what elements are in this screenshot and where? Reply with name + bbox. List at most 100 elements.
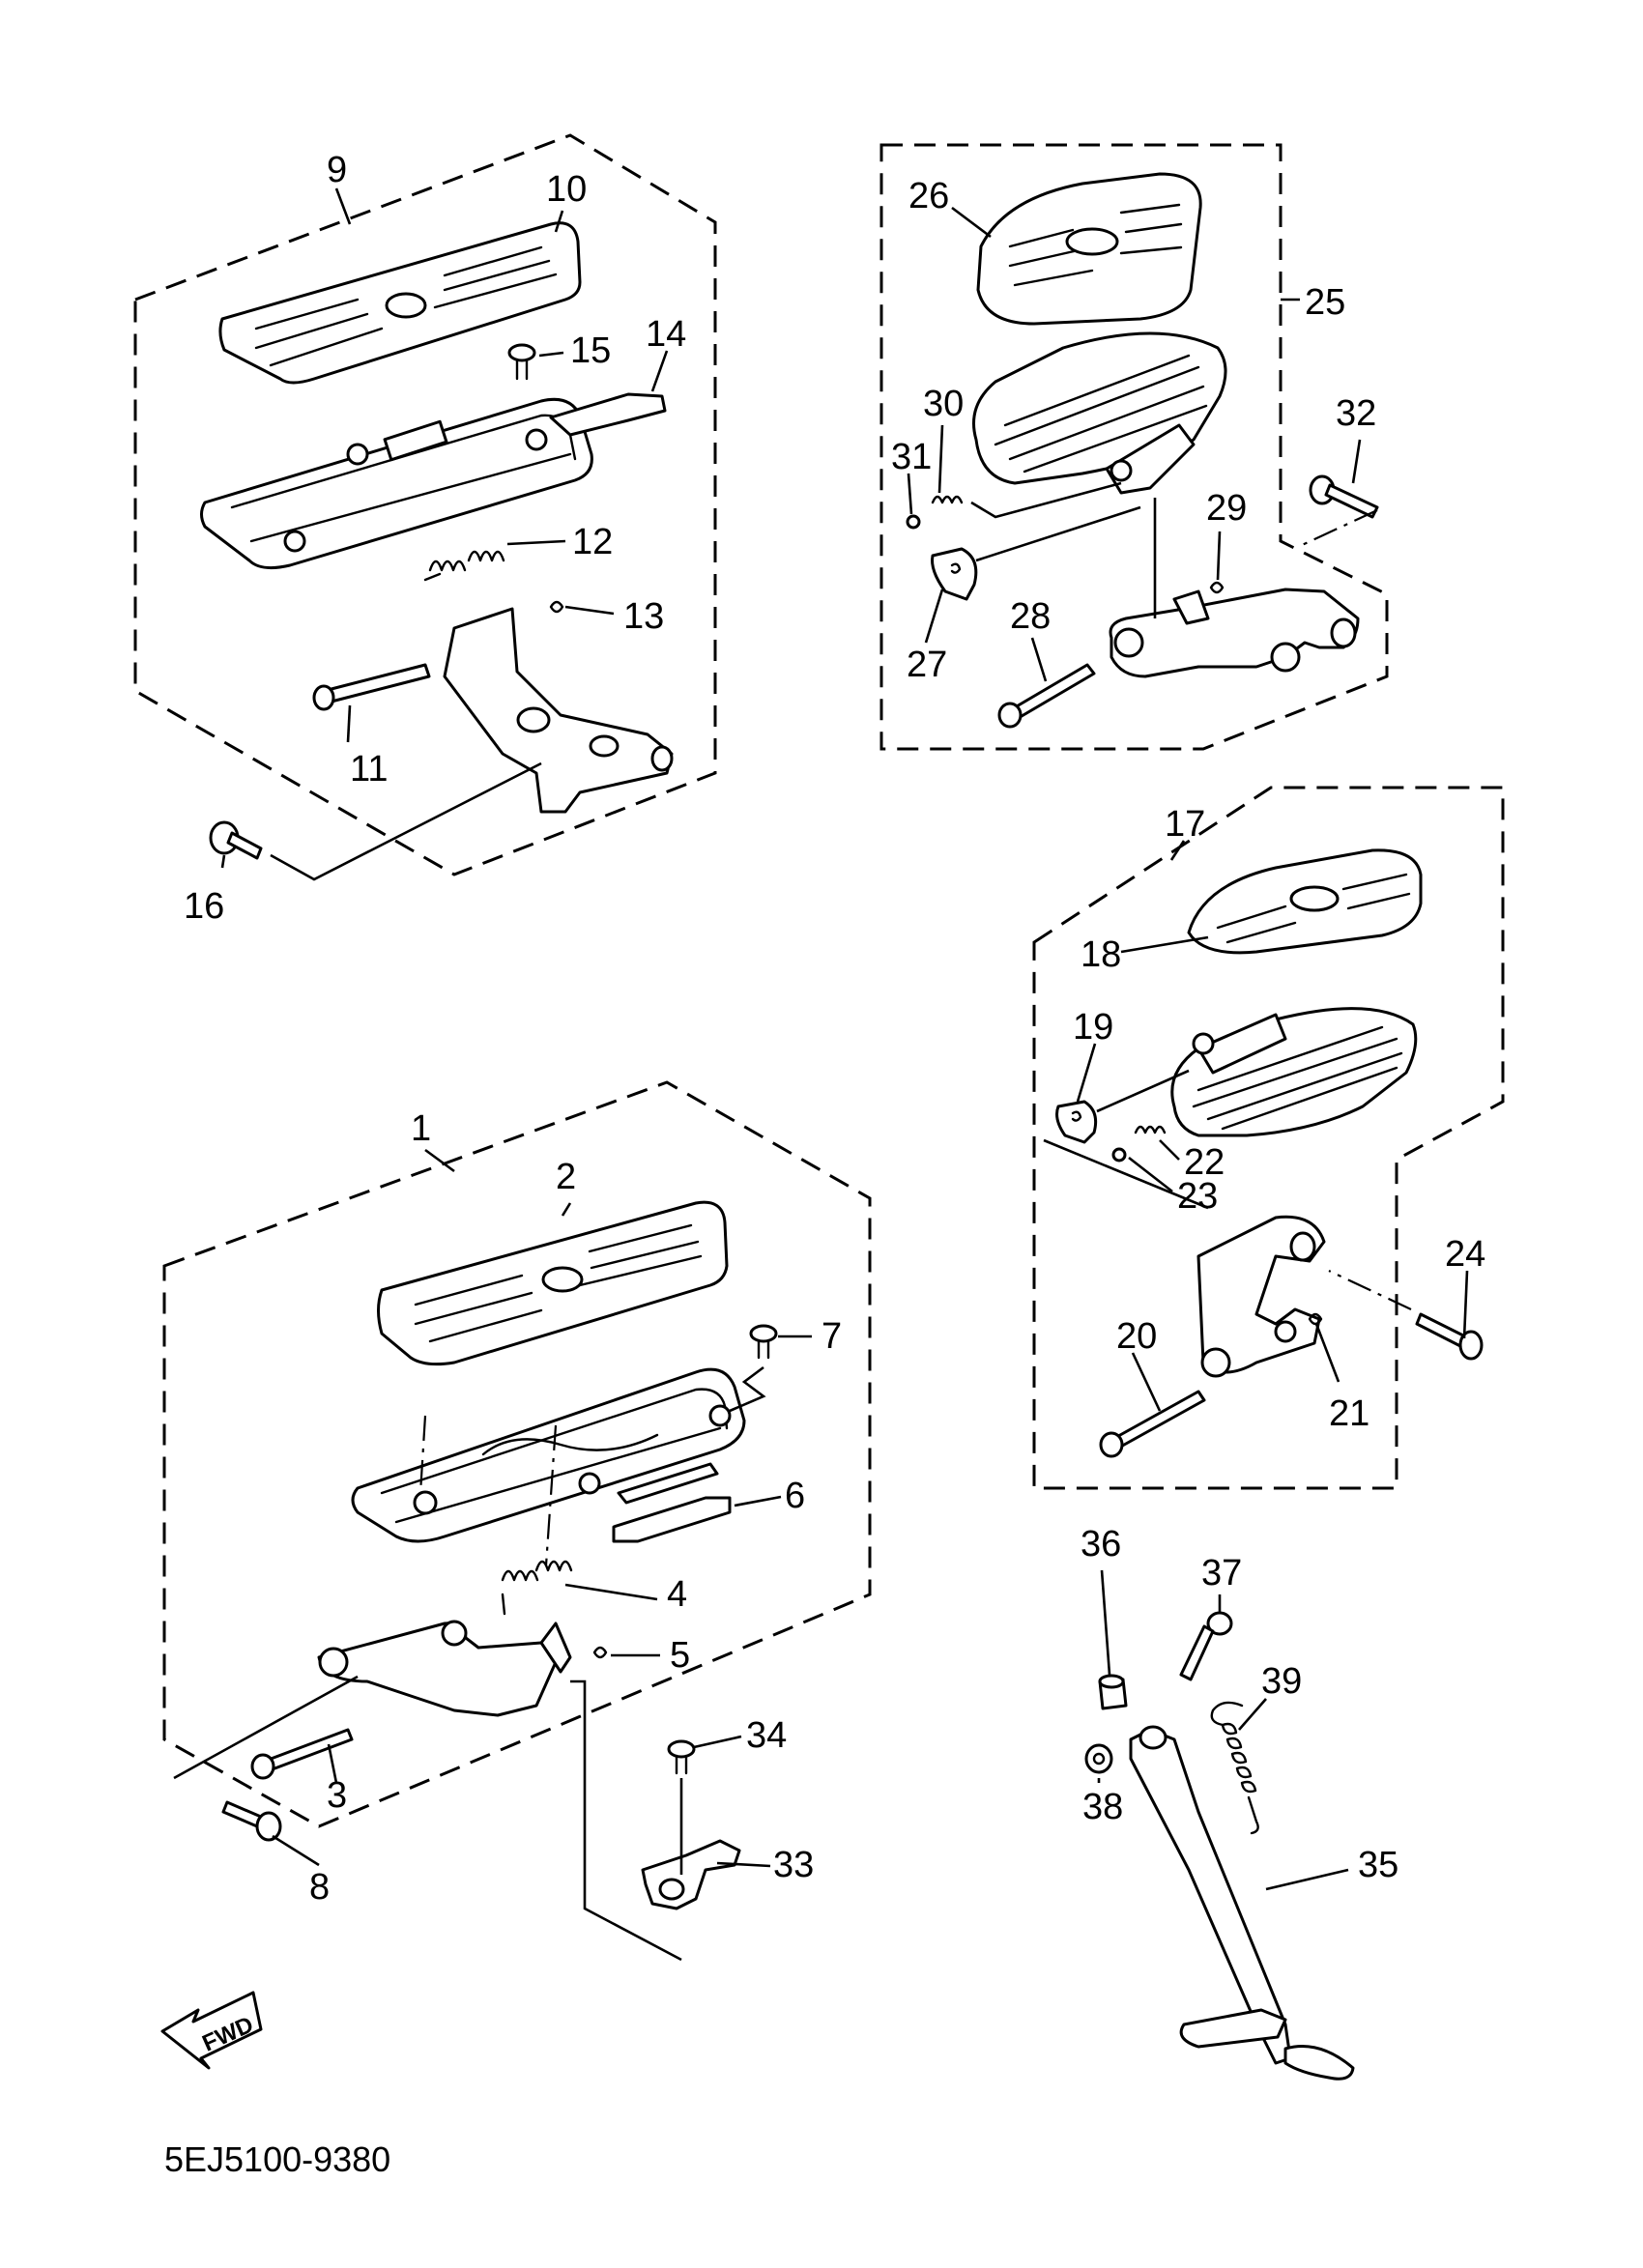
chain-1b	[544, 1424, 558, 1566]
assembly-1	[162, 1080, 872, 1842]
part-2-cover	[377, 1200, 729, 1366]
chain-32	[1299, 509, 1378, 547]
part-3-pin	[250, 1728, 354, 1780]
callout-33: 33	[773, 1845, 814, 1885]
callout-24: 24	[1445, 1234, 1485, 1275]
part-11-pin	[312, 663, 431, 711]
part-bracket-1	[317, 1620, 572, 1717]
callout-7: 7	[822, 1316, 842, 1357]
part-26-pad	[976, 172, 1202, 326]
part-33-bracket	[641, 1839, 741, 1910]
part-bracket-9	[443, 607, 674, 814]
callout-21: 21	[1329, 1393, 1369, 1434]
part-28-pin	[997, 663, 1096, 729]
leader-17-19	[1096, 1069, 1190, 1113]
callout-20: 20	[1116, 1316, 1157, 1357]
callout-labels: 1 2 3 4 5 6 7 8 9 10 11 12 13 14 15 16 1…	[184, 150, 1485, 1908]
fwd-arrow-icon: FWD	[160, 1991, 263, 2070]
callout-23: 23	[1177, 1176, 1218, 1217]
callout-5: 5	[670, 1635, 690, 1676]
callout-6: 6	[785, 1476, 805, 1516]
part-5-clip	[592, 1646, 608, 1659]
chain-24	[1328, 1270, 1412, 1310]
part-34-screw	[667, 1739, 696, 1775]
callout-29: 29	[1206, 488, 1247, 529]
part-7-screw	[749, 1324, 778, 1360]
part-20-pin	[1099, 1390, 1206, 1458]
part-38-nut	[1084, 1743, 1113, 1774]
assembly-9-outline	[133, 133, 717, 876]
callout-25: 25	[1305, 282, 1345, 323]
leader-17-chain	[1043, 1138, 1209, 1210]
callout-31: 31	[891, 437, 932, 477]
leader-25-30	[970, 481, 1122, 519]
part-31-ball	[906, 514, 921, 530]
assembly-9	[133, 133, 717, 881]
part-15-screw	[507, 343, 536, 381]
part-18-pad	[1187, 848, 1423, 955]
part-4-springs	[501, 1560, 573, 1616]
callout-2: 2	[556, 1157, 576, 1197]
callout-22: 22	[1184, 1142, 1225, 1183]
callout-8: 8	[309, 1867, 330, 1908]
callout-10: 10	[546, 169, 587, 210]
part-14-bracket	[549, 392, 667, 437]
diagram-code: 5EJ5100-9380	[164, 2139, 390, 2179]
part-35-sidestand	[1129, 1725, 1355, 2081]
callout-19: 19	[1073, 1007, 1113, 1048]
chain-1	[418, 1415, 427, 1494]
part-10-cover	[218, 221, 582, 385]
part-13-clip	[549, 600, 564, 614]
part-12-springs	[423, 550, 505, 582]
part-16-bolt	[209, 820, 263, 860]
assembly-25	[879, 143, 1389, 751]
part-frame-1	[351, 1367, 746, 1543]
part-37-bolt	[1179, 1611, 1233, 1681]
callout-9: 9	[327, 150, 347, 190]
callout-36: 36	[1081, 1524, 1121, 1565]
part-32-bolt	[1309, 474, 1379, 519]
leader-16	[270, 761, 542, 881]
callout-15: 15	[570, 330, 611, 371]
callout-34: 34	[746, 1715, 787, 1756]
callout-38: 38	[1082, 1787, 1123, 1827]
callout-16: 16	[184, 886, 224, 927]
part-21-clip	[1308, 1312, 1323, 1326]
part-29-clip	[1209, 581, 1225, 594]
callout-39: 39	[1261, 1661, 1302, 1702]
assembly-17	[1032, 786, 1505, 1490]
part-8-bolt	[221, 1800, 282, 1842]
callout-13: 13	[623, 596, 664, 637]
callout-11: 11	[350, 749, 388, 789]
part-39-spring	[1210, 1701, 1259, 1835]
callout-35: 35	[1358, 1845, 1398, 1885]
part-30-spring	[931, 495, 964, 504]
part-23-ball	[1111, 1147, 1127, 1163]
part-6-plate	[612, 1496, 732, 1543]
leader-1-8	[173, 1675, 359, 1780]
part-floorboard-25	[972, 331, 1227, 495]
assembly-25-outline	[879, 143, 1389, 751]
part-22-spring	[1134, 1125, 1167, 1134]
part-27-plate	[931, 547, 978, 601]
callout-32: 32	[1336, 393, 1376, 434]
leader-1-33	[570, 1679, 682, 1962]
part-bracket-25	[1109, 588, 1360, 678]
callout-37: 37	[1201, 1553, 1242, 1593]
assembly-1-outline	[162, 1080, 872, 1828]
callout-26: 26	[908, 176, 949, 216]
callout-18: 18	[1081, 934, 1121, 975]
leader-25-27	[975, 505, 1141, 562]
callout-3: 3	[327, 1775, 347, 1816]
part-36-collar	[1098, 1674, 1128, 1710]
assembly-17-outline	[1032, 786, 1505, 1490]
part-floorboard-17	[1170, 1007, 1418, 1137]
part-bracket-17	[1196, 1215, 1326, 1378]
part-24-bolt	[1415, 1312, 1484, 1361]
callout-17: 17	[1165, 804, 1205, 845]
callout-1: 1	[411, 1108, 431, 1149]
part-19-plate	[1055, 1100, 1098, 1144]
part-6-strip	[617, 1462, 719, 1505]
leader-1-7	[729, 1365, 766, 1413]
